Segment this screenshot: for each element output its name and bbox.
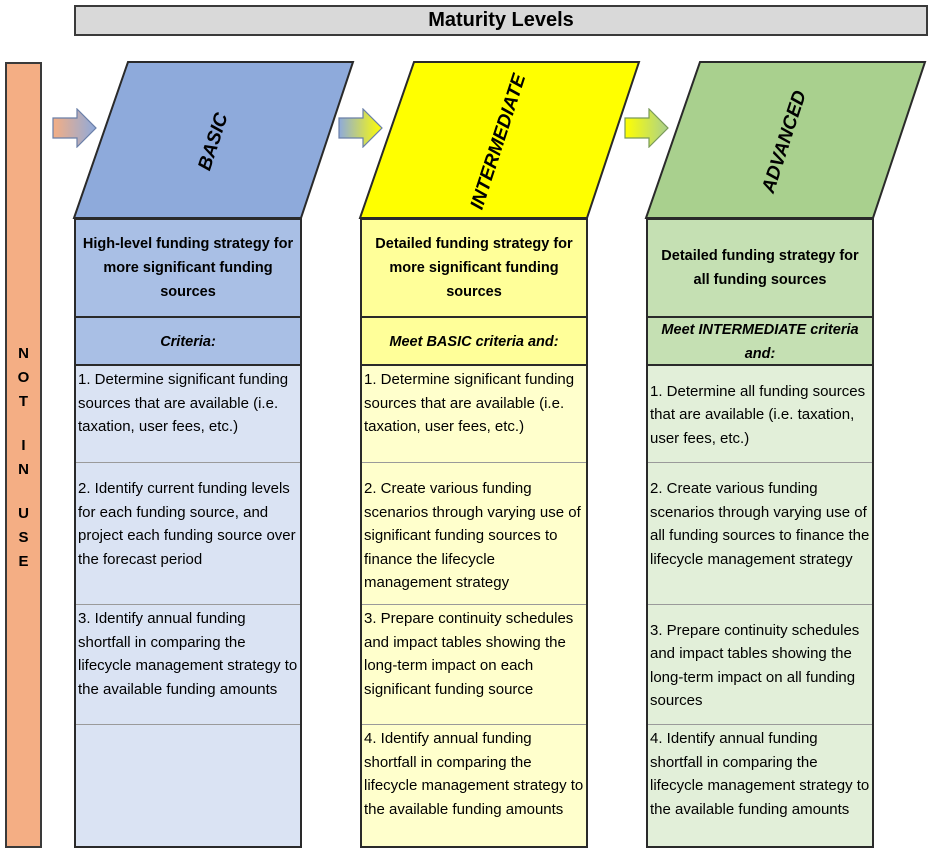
banner-title: Maturity Levels xyxy=(428,9,574,31)
column-heading: Detailed funding strategy for all fundin… xyxy=(648,220,872,316)
nis-letter: E xyxy=(18,553,29,570)
criteria-item: 4. Identify annual funding shortfall in … xyxy=(648,724,872,846)
nis-letter: O xyxy=(17,369,30,386)
criteria-label: Meet INTERMEDIATE criteria and: xyxy=(648,316,872,366)
criteria-item: 1. Determine significant funding sources… xyxy=(78,371,289,435)
criteria-item: 2. Create various funding scenarios thro… xyxy=(648,462,872,604)
nis-letter: N xyxy=(18,461,29,478)
criteria-item: 3. Identify annual funding shortfall in … xyxy=(76,604,300,724)
nis-letter: S xyxy=(18,529,29,546)
criteria-item: 2. Create various funding scenarios thro… xyxy=(362,462,586,604)
empty-cell xyxy=(76,724,300,846)
criteria-item: 2. Identify current funding levels for e… xyxy=(76,462,300,604)
arrow-icon xyxy=(624,108,669,148)
criteria-item: 1. Determine all funding sources that ar… xyxy=(650,382,866,447)
column-heading: High-level funding strategy for more sig… xyxy=(76,220,300,316)
column-heading: Detailed funding strategy for more signi… xyxy=(362,220,586,316)
arrow-icon xyxy=(52,108,97,148)
nis-letter: U xyxy=(18,505,29,522)
nis-letter: T xyxy=(18,393,29,410)
arrow-icon xyxy=(338,108,383,148)
maturity-levels-banner: Maturity Levels xyxy=(74,5,928,36)
advanced-column: Detailed funding strategy for all fundin… xyxy=(646,218,874,848)
criteria-label: Criteria: xyxy=(76,316,300,366)
criteria-item: 3. Prepare continuity schedules and impa… xyxy=(362,604,586,724)
nis-letter: I xyxy=(21,437,26,454)
criteria-item: 3. Prepare continuity schedules and impa… xyxy=(648,604,872,724)
criteria-label: Meet BASIC criteria and: xyxy=(362,316,586,366)
not-in-use-bar: N O T I N U S E xyxy=(5,62,42,848)
criteria-item: 4. Identify annual funding shortfall in … xyxy=(362,724,586,846)
nis-letter: N xyxy=(18,345,29,362)
criteria-item: 1. Determine significant funding sources… xyxy=(364,371,575,435)
basic-column: High-level funding strategy for more sig… xyxy=(74,218,302,848)
intermediate-column: Detailed funding strategy for more signi… xyxy=(360,218,588,848)
